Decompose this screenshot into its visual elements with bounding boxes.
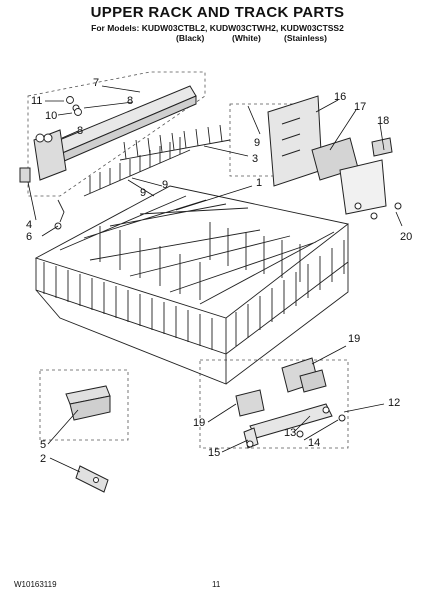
track-bracket-assembly bbox=[267, 95, 402, 220]
callout-labels: 7 11 8 10 8 9 16 17 18 3 1 9 9 4 6 20 19… bbox=[26, 77, 412, 465]
callout-label: 1 bbox=[256, 177, 262, 189]
upper-rack-basket bbox=[34, 185, 350, 385]
callout-label: 9 bbox=[140, 187, 146, 199]
callout-label: 4 bbox=[26, 219, 32, 231]
upper-rail-assembly bbox=[19, 85, 197, 183]
callout-label: 19 bbox=[193, 417, 205, 429]
callout-label: 9 bbox=[254, 137, 260, 149]
callout-label: 11 bbox=[31, 95, 42, 107]
finish-stainless-label: (Stainless) bbox=[284, 33, 327, 43]
callout-label: 14 bbox=[308, 437, 320, 449]
footer-page-number: 11 bbox=[212, 580, 221, 589]
callout-label: 3 bbox=[252, 153, 258, 165]
leader-lines bbox=[27, 85, 403, 473]
callout-label: 5 bbox=[40, 439, 46, 451]
callout-label: 9 bbox=[162, 179, 168, 191]
group-box-track-left bbox=[39, 369, 129, 441]
callout-label: 2 bbox=[40, 453, 46, 465]
finish-black-label: (Black) bbox=[176, 33, 205, 43]
callout-label: 19 bbox=[348, 333, 360, 345]
finish-white-label: (White) bbox=[232, 33, 261, 43]
callout-label: 20 bbox=[400, 231, 412, 243]
callout-label: 15 bbox=[208, 447, 220, 459]
footer-part-number: W10163119 bbox=[14, 580, 57, 589]
left-track-parts bbox=[65, 385, 111, 493]
group-box-track-right bbox=[199, 359, 349, 449]
callout-label: 8 bbox=[127, 95, 133, 107]
callout-label: 18 bbox=[377, 115, 389, 127]
page-title: UPPER RACK AND TRACK PARTS bbox=[90, 4, 345, 21]
callout-label: 13 bbox=[284, 427, 296, 439]
callout-label: 17 bbox=[354, 101, 366, 113]
rear-tines bbox=[119, 124, 231, 161]
callout-label: 7 bbox=[93, 77, 99, 89]
callout-label: 8 bbox=[77, 125, 83, 137]
right-track-parts bbox=[235, 357, 346, 449]
callout-label: 10 bbox=[45, 110, 57, 122]
models-line: For Models: KUDW03CTBL2, KUDW03CTWH2, KU… bbox=[91, 23, 344, 33]
callout-label: 6 bbox=[26, 231, 32, 243]
callout-label: 12 bbox=[388, 397, 400, 409]
callout-label: 16 bbox=[334, 91, 346, 103]
